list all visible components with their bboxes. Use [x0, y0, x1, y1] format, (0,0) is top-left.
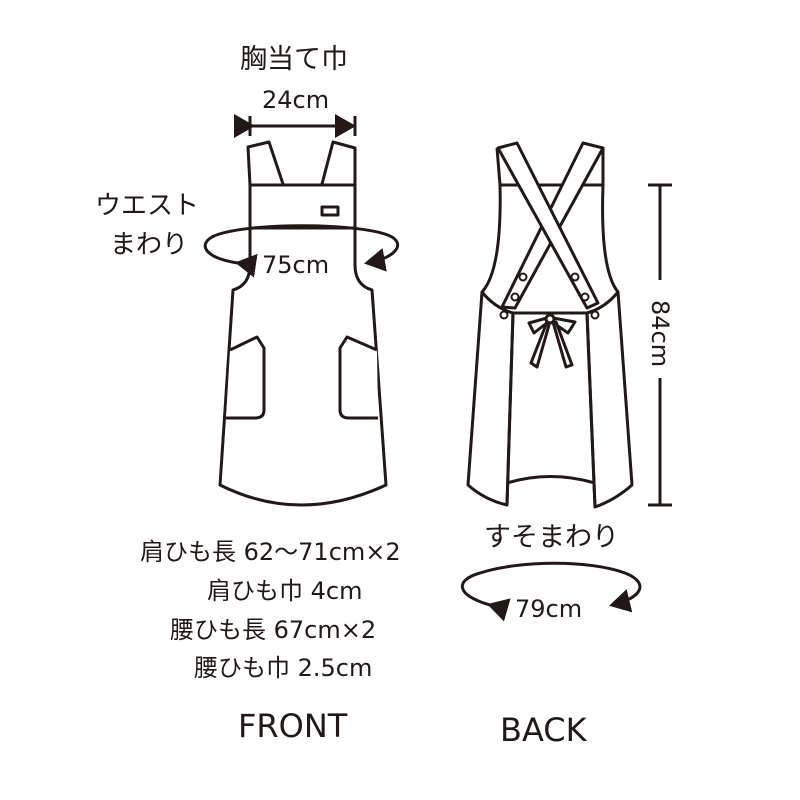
right-pocket [338, 335, 378, 420]
right-shoulder-strap [320, 140, 357, 185]
waist-bow [527, 313, 577, 369]
buttons [499, 272, 600, 320]
brand-label [320, 205, 340, 217]
hem-measure-arrow [460, 561, 642, 622]
cross-strap-a [496, 141, 600, 310]
waist-label-line2: まわり [110, 230, 189, 260]
bib-width-label: 胸当て巾 [240, 44, 348, 75]
front-apron [203, 114, 400, 507]
waist-measure-arrow [203, 224, 400, 278]
spec-shoulder-strap-length: 肩ひも長 62〜71cm×2 [140, 538, 401, 566]
left-shoulder-strap [246, 140, 285, 186]
waist-value: 75cm [262, 251, 330, 279]
spec-shoulder-strap-width: 肩ひも巾 4cm [207, 577, 363, 605]
left-pocket [226, 335, 266, 420]
waist-label-line1: ウエスト [95, 191, 200, 221]
hem-label: すそまわり [484, 522, 619, 553]
front-caption: FRONT [238, 707, 348, 745]
hem-value: 79cm [515, 595, 583, 623]
spec-waist-tie-width: 腰ひも巾 2.5cm [194, 654, 373, 682]
back-body [466, 147, 634, 509]
spec-waist-tie-length: 腰ひも長 67cm×2 [170, 616, 377, 644]
back-panel-lines [505, 312, 597, 508]
back-apron [460, 141, 672, 622]
length-value: 84cm [646, 300, 674, 368]
back-caption: BACK [500, 711, 587, 749]
back-waist-edge [480, 291, 620, 315]
bib-width-value: 24cm [262, 86, 330, 114]
